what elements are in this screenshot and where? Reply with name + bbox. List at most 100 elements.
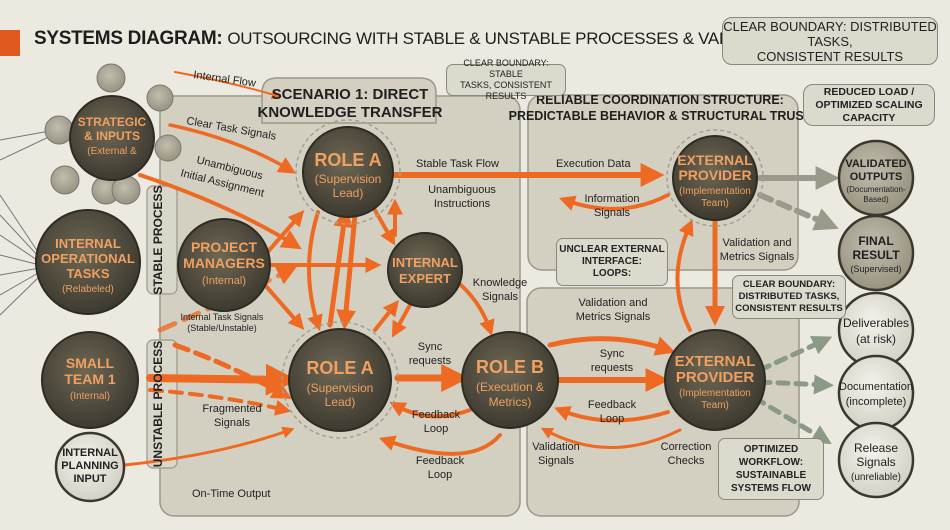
node-line: (External & — [87, 146, 137, 157]
node-line: Lead) — [333, 186, 364, 200]
arrow-to-documentation — [757, 374, 834, 395]
coordination-title-line: PREDICTABLE BEHAVIOR & STRUCTURAL TRUST — [509, 109, 812, 123]
node-line: Documentation — [839, 381, 913, 393]
input-dot — [146, 84, 174, 112]
unstable-process-label: UNSTABLE PROCESS — [151, 341, 165, 467]
label-correction-checks: Checks — [668, 455, 705, 467]
node-line: RESULT — [852, 248, 900, 262]
arrow-unambiguous-initial — [138, 173, 302, 250]
note-top-right-boundary: CLEAR BOUNDARY: DISTRIBUTED TASKS, CONSI… — [722, 17, 938, 65]
arrow-to-release-signals — [752, 395, 832, 445]
stable-process-label: STABLE PROCESS — [151, 185, 165, 294]
node-line: EXPERT — [399, 271, 451, 286]
node-line: (Implementation — [679, 186, 751, 197]
node-line: PROJECT — [191, 239, 258, 255]
label-feedback-loop-b: Loop — [600, 413, 624, 425]
node-line: (Internal) — [202, 275, 246, 287]
title-accent-mark — [0, 30, 20, 56]
node-line: INTERNAL — [55, 236, 121, 251]
arrow-to-final-result — [757, 192, 839, 231]
node-line: EXTERNAL — [677, 152, 753, 168]
node-line: INTERNAL — [62, 447, 118, 459]
label-internal-task-signals: Internal Task Signals — [181, 312, 264, 322]
node-line: Based) — [863, 195, 889, 204]
label-sync-requests-right: Sync — [600, 348, 625, 360]
node-line: EXTERNAL — [675, 353, 756, 370]
arrow-pm-to-role-a — [263, 210, 305, 257]
node-line: (incomplete) — [846, 396, 907, 408]
label-feedback-loop-a: Feedback — [412, 409, 461, 421]
node-line: TEAM 1 — [64, 371, 116, 387]
note-line: CLEAR BOUNDARY: DISTRIBUTED TASKS, — [723, 18, 937, 49]
node-line: STRATEGIC — [78, 115, 147, 129]
note-line: CONSISTENT RESULTS — [756, 48, 904, 64]
arrow-role-a-to-expert — [370, 203, 396, 246]
label-correction-checks: Correction — [661, 441, 712, 453]
arrow-pm-to-role-a-bottom — [263, 283, 305, 330]
arrow-role-a-bottom-to-expert — [373, 300, 399, 332]
node-line: PLANNING — [61, 460, 118, 472]
stable-process-tab — [146, 185, 178, 295]
arrow-small-team-to-role-a — [146, 363, 298, 396]
label-validation-metrics-top: Metrics Signals — [720, 251, 795, 263]
label-validation-metrics-top: Validation and — [723, 237, 792, 249]
node-line: ROLE A — [306, 358, 373, 378]
label-stable-task-flow: Stable Task Flow — [416, 158, 499, 170]
label-feedback-loop-b: Feedback — [588, 399, 637, 411]
note-line: CLEAR BOUNDARY: — [742, 279, 836, 290]
label-feedback-loop-a: Loop — [424, 423, 448, 435]
label-sync-requests-left: requests — [409, 355, 452, 367]
arrow-role-a-vertical-up — [327, 207, 354, 328]
arrow-information-signals — [558, 193, 670, 211]
node-line: OUTPUTS — [850, 171, 903, 183]
input-dot — [50, 165, 80, 195]
note-line: TASKS, CONSISTENT RESULTS — [460, 80, 552, 101]
node-line: (Supervision — [307, 381, 374, 395]
label-on-time-output: On-Time Output — [192, 488, 270, 500]
label-feedback-loop-c: Feedback — [416, 455, 465, 467]
label-sync-requests-left: Sync — [418, 341, 443, 353]
arrow-role-a-down-left — [307, 210, 323, 332]
arrow-expert-to-role-a-bottom — [391, 303, 412, 338]
note-line: WORKFLOW: — [738, 457, 804, 468]
node-line: (Execution & — [476, 380, 544, 394]
note-unclear-interface: UNCLEAR EXTERNAL INTERFACE: LOOPS: — [556, 238, 668, 286]
node-line: Team) — [701, 198, 729, 209]
node-line: PROVIDER — [676, 369, 755, 386]
label-unambiguous-instructions: Instructions — [434, 198, 491, 210]
node-line: Signals — [856, 455, 895, 469]
arrow-feedback-loop-c — [378, 433, 502, 456]
node-line: (unreliable) — [851, 472, 901, 483]
node-line: Lead) — [325, 395, 356, 409]
node-line: VALIDATED — [845, 158, 906, 170]
title-main: SYSTEMS DIAGRAM: — [34, 28, 223, 49]
node-project-managers: PROJECT MANAGERS (Internal) — [177, 218, 271, 312]
node-line: (Relabeled) — [62, 284, 114, 295]
arrow-feedback-loop-a — [389, 401, 472, 419]
label-validation-signals: Signals — [538, 455, 575, 467]
node-line: (Internal) — [70, 391, 110, 402]
node-strategic: STRATEGIC & INPUTS (External & — [69, 95, 155, 181]
node-line: FINAL — [858, 234, 893, 248]
note-line: CLEAR BOUNDARY: STABLE — [463, 58, 549, 79]
note-line: CONSISTENT RESULTS — [735, 303, 843, 314]
label-knowledge-signals: Knowledge — [473, 277, 527, 289]
scenario-title-line: SCENARIO 1: DIRECT — [272, 86, 429, 103]
node-validated-outputs: VALIDATED OUTPUTS (Documentation- Based) — [837, 139, 915, 217]
node-line: OPERATIONAL — [41, 251, 135, 266]
arrow-feedback-loop-b — [554, 406, 670, 423]
scenario-title-tab — [261, 77, 437, 124]
node-line: Deliverables — [843, 316, 909, 330]
input-fan-lines — [0, 129, 56, 316]
input-dot — [44, 115, 74, 145]
note-reduced-load: REDUCED LOAD / OPTIMIZED SCALING CAPACIT… — [803, 84, 935, 126]
label-validation-metrics-mid: Validation and — [579, 297, 648, 309]
label-fragmented-signals: Signals — [214, 417, 251, 429]
arrow-provider-bottom-to-top — [675, 219, 694, 332]
label-execution-data: Execution Data — [556, 158, 631, 170]
node-role-a-bottom: ROLE A (Supervision Lead) — [281, 321, 399, 439]
label-internal-task-signals: (Stable/Unstable) — [187, 323, 257, 333]
scenario-title-line: KNOWLEDGE TRANSFER — [258, 104, 443, 121]
node-line: ROLE B — [476, 357, 544, 377]
node-line: MANAGERS — [183, 255, 265, 271]
